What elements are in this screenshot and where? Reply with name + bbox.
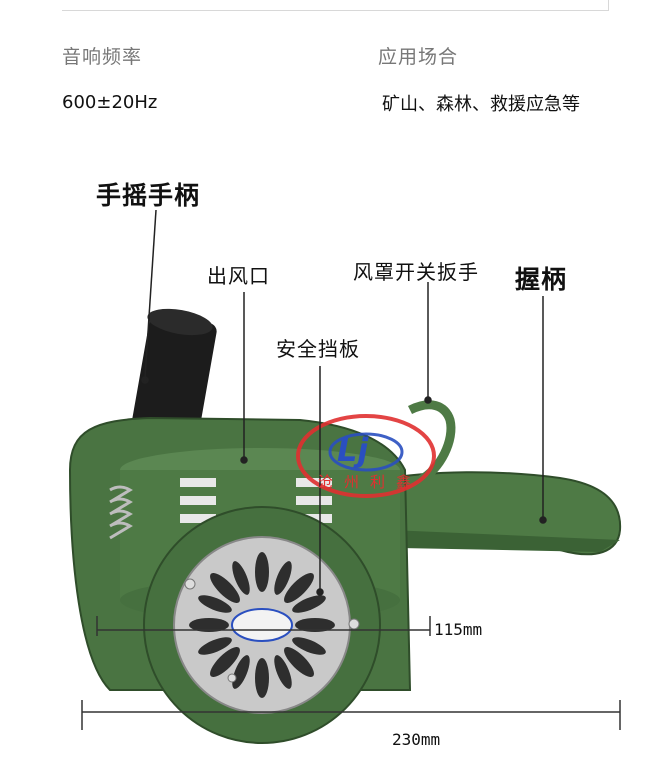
callout-crank-handle: 手摇手柄 — [96, 181, 201, 210]
frequency-label: 音响频率 — [62, 46, 143, 68]
callout-safety-baffle: 安全挡板 — [276, 337, 360, 361]
callout-air-outlet: 出风口 — [207, 264, 270, 288]
usage-label: 应用场合 — [378, 46, 459, 68]
usage-value: 矿山、森林、救援应急等 — [382, 94, 580, 115]
callout-grip-handle: 握柄 — [515, 265, 568, 294]
crank-handle-shape — [131, 314, 217, 442]
logo-letters: Lj — [337, 431, 369, 469]
brand-logo — [296, 414, 436, 498]
dimension-230: 230mm — [392, 730, 441, 749]
dimension-115: 115mm — [434, 620, 483, 639]
top-divider-tick — [608, 0, 609, 11]
center-badge — [231, 608, 293, 642]
front-grille — [189, 552, 335, 698]
dimension-lines — [81, 616, 621, 730]
top-divider-line — [62, 10, 608, 11]
callout-cover-switch-lever: 风罩开关扳手 — [353, 260, 479, 284]
switch-lever-shape — [407, 400, 456, 485]
logo-subtitle: 沧州利鑫 — [318, 473, 423, 491]
frequency-value: 600±20Hz — [62, 92, 158, 113]
